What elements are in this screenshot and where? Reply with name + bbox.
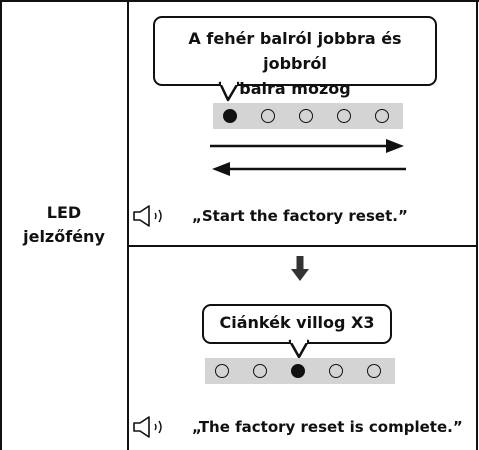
step1-callout: A fehér balról jobbra és jobbról balra m… xyxy=(153,16,437,98)
arrow-right-icon xyxy=(210,139,404,153)
row-label-line1: LED xyxy=(46,203,82,222)
step1-led-bar xyxy=(213,103,403,129)
step1-voice-text: „Start the factory reset.” xyxy=(192,207,408,225)
step2-led-1 xyxy=(215,364,229,378)
step1-callout-line1: A fehér balról jobbra és jobbról xyxy=(188,29,402,73)
step1-callout-pointer xyxy=(218,81,240,102)
step2-led-4 xyxy=(329,364,343,378)
step2-voice-prompt: „The factory reset is complete.” xyxy=(132,414,463,440)
step2-led-3 xyxy=(291,364,305,378)
table-left-border xyxy=(0,0,2,450)
step1-callout-line2: balra mozog xyxy=(239,79,351,98)
step1-led-2 xyxy=(261,109,275,123)
step1-led-4 xyxy=(337,109,351,123)
step2-callout: Ciánkék villog X3 xyxy=(202,304,392,344)
step1-led-5 xyxy=(375,109,389,123)
step1-led-3 xyxy=(299,109,313,123)
step2-led-bar xyxy=(205,358,395,384)
step2-voice-text: „The factory reset is complete.” xyxy=(192,418,463,436)
table-top-border xyxy=(0,0,479,2)
step2-callout-pointer xyxy=(288,339,310,359)
row-label-line2: jelzőfény xyxy=(23,227,105,246)
step2-led-5 xyxy=(367,364,381,378)
arrow-down-icon xyxy=(291,256,309,281)
step1-led-1 xyxy=(223,109,237,123)
speaker-icon xyxy=(133,205,162,227)
step-divider xyxy=(128,245,477,247)
arrow-left-icon xyxy=(212,162,406,176)
table-right-border xyxy=(476,0,478,450)
step2-led-2 xyxy=(253,364,267,378)
step1-voice-prompt: „Start the factory reset.” xyxy=(132,203,408,229)
speaker-icon xyxy=(133,416,162,438)
table-column-divider xyxy=(127,0,129,450)
step2-callout-text: Ciánkék villog X3 xyxy=(219,313,375,332)
row-label: LED jelzőfény xyxy=(0,0,128,450)
